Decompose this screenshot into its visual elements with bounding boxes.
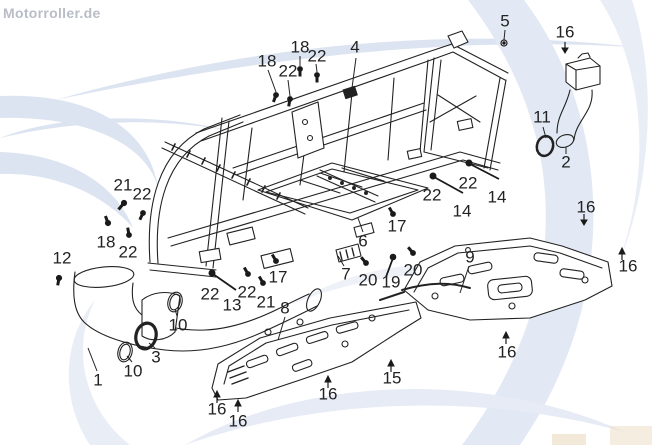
part-label-3: 3	[151, 347, 161, 367]
skid-plate-right-illustration	[379, 237, 613, 321]
part-label-21: 21	[256, 292, 276, 312]
part-label-10: 10	[123, 361, 143, 381]
part-label-22: 22	[118, 242, 138, 262]
part-label-4: 4	[350, 37, 360, 57]
part-label-22: 22	[132, 184, 152, 204]
leader-lines	[87, 29, 567, 372]
part-label-22: 22	[422, 185, 442, 205]
part-label-10: 10	[168, 315, 188, 335]
part-label-8: 8	[280, 298, 290, 318]
skid-plate-center-illustration	[211, 301, 422, 401]
part-label-18: 18	[257, 51, 277, 71]
part-label-22: 22	[278, 61, 298, 81]
part-label-16: 16	[318, 384, 338, 404]
part-label-1: 1	[93, 370, 103, 390]
part-label-7: 7	[341, 264, 351, 284]
part-label-22: 22	[200, 284, 220, 304]
part-label-2: 2	[561, 152, 571, 172]
fastener-icons	[55, 39, 626, 412]
part-label-16: 16	[207, 399, 227, 419]
part-label-18: 18	[96, 232, 116, 252]
part-label-9: 9	[465, 247, 475, 267]
part-label-16: 16	[555, 22, 575, 42]
part-label-21: 21	[113, 175, 133, 195]
part-label-19: 19	[381, 272, 401, 292]
part-label-17: 17	[268, 267, 288, 287]
part-label-20: 20	[403, 260, 423, 280]
part-label-16: 16	[497, 342, 517, 362]
intake-tube-illustration	[73, 266, 322, 363]
part-label-14: 14	[452, 201, 472, 221]
air-duct-illustration	[535, 52, 601, 158]
part-label-11: 11	[533, 107, 551, 127]
part-label-17: 17	[387, 216, 407, 236]
part-label-16: 16	[228, 411, 248, 431]
part-label-20: 20	[358, 270, 378, 290]
part-label-16: 16	[618, 256, 638, 276]
frame-illustration	[147, 30, 509, 278]
part-label-22: 22	[237, 282, 257, 302]
watermark-logo-text: Motorroller.de	[3, 5, 101, 21]
part-label-6: 6	[358, 231, 368, 251]
part-label-15: 15	[382, 368, 402, 388]
part-label-14: 14	[487, 187, 507, 207]
part-label-18: 18	[290, 37, 310, 57]
part-label-5: 5	[500, 11, 510, 31]
part-label-12: 12	[52, 248, 72, 268]
part-label-22: 22	[458, 173, 478, 193]
part-label-22: 22	[307, 46, 327, 66]
part-label-13: 13	[222, 295, 242, 315]
part-label-16: 16	[576, 197, 596, 217]
